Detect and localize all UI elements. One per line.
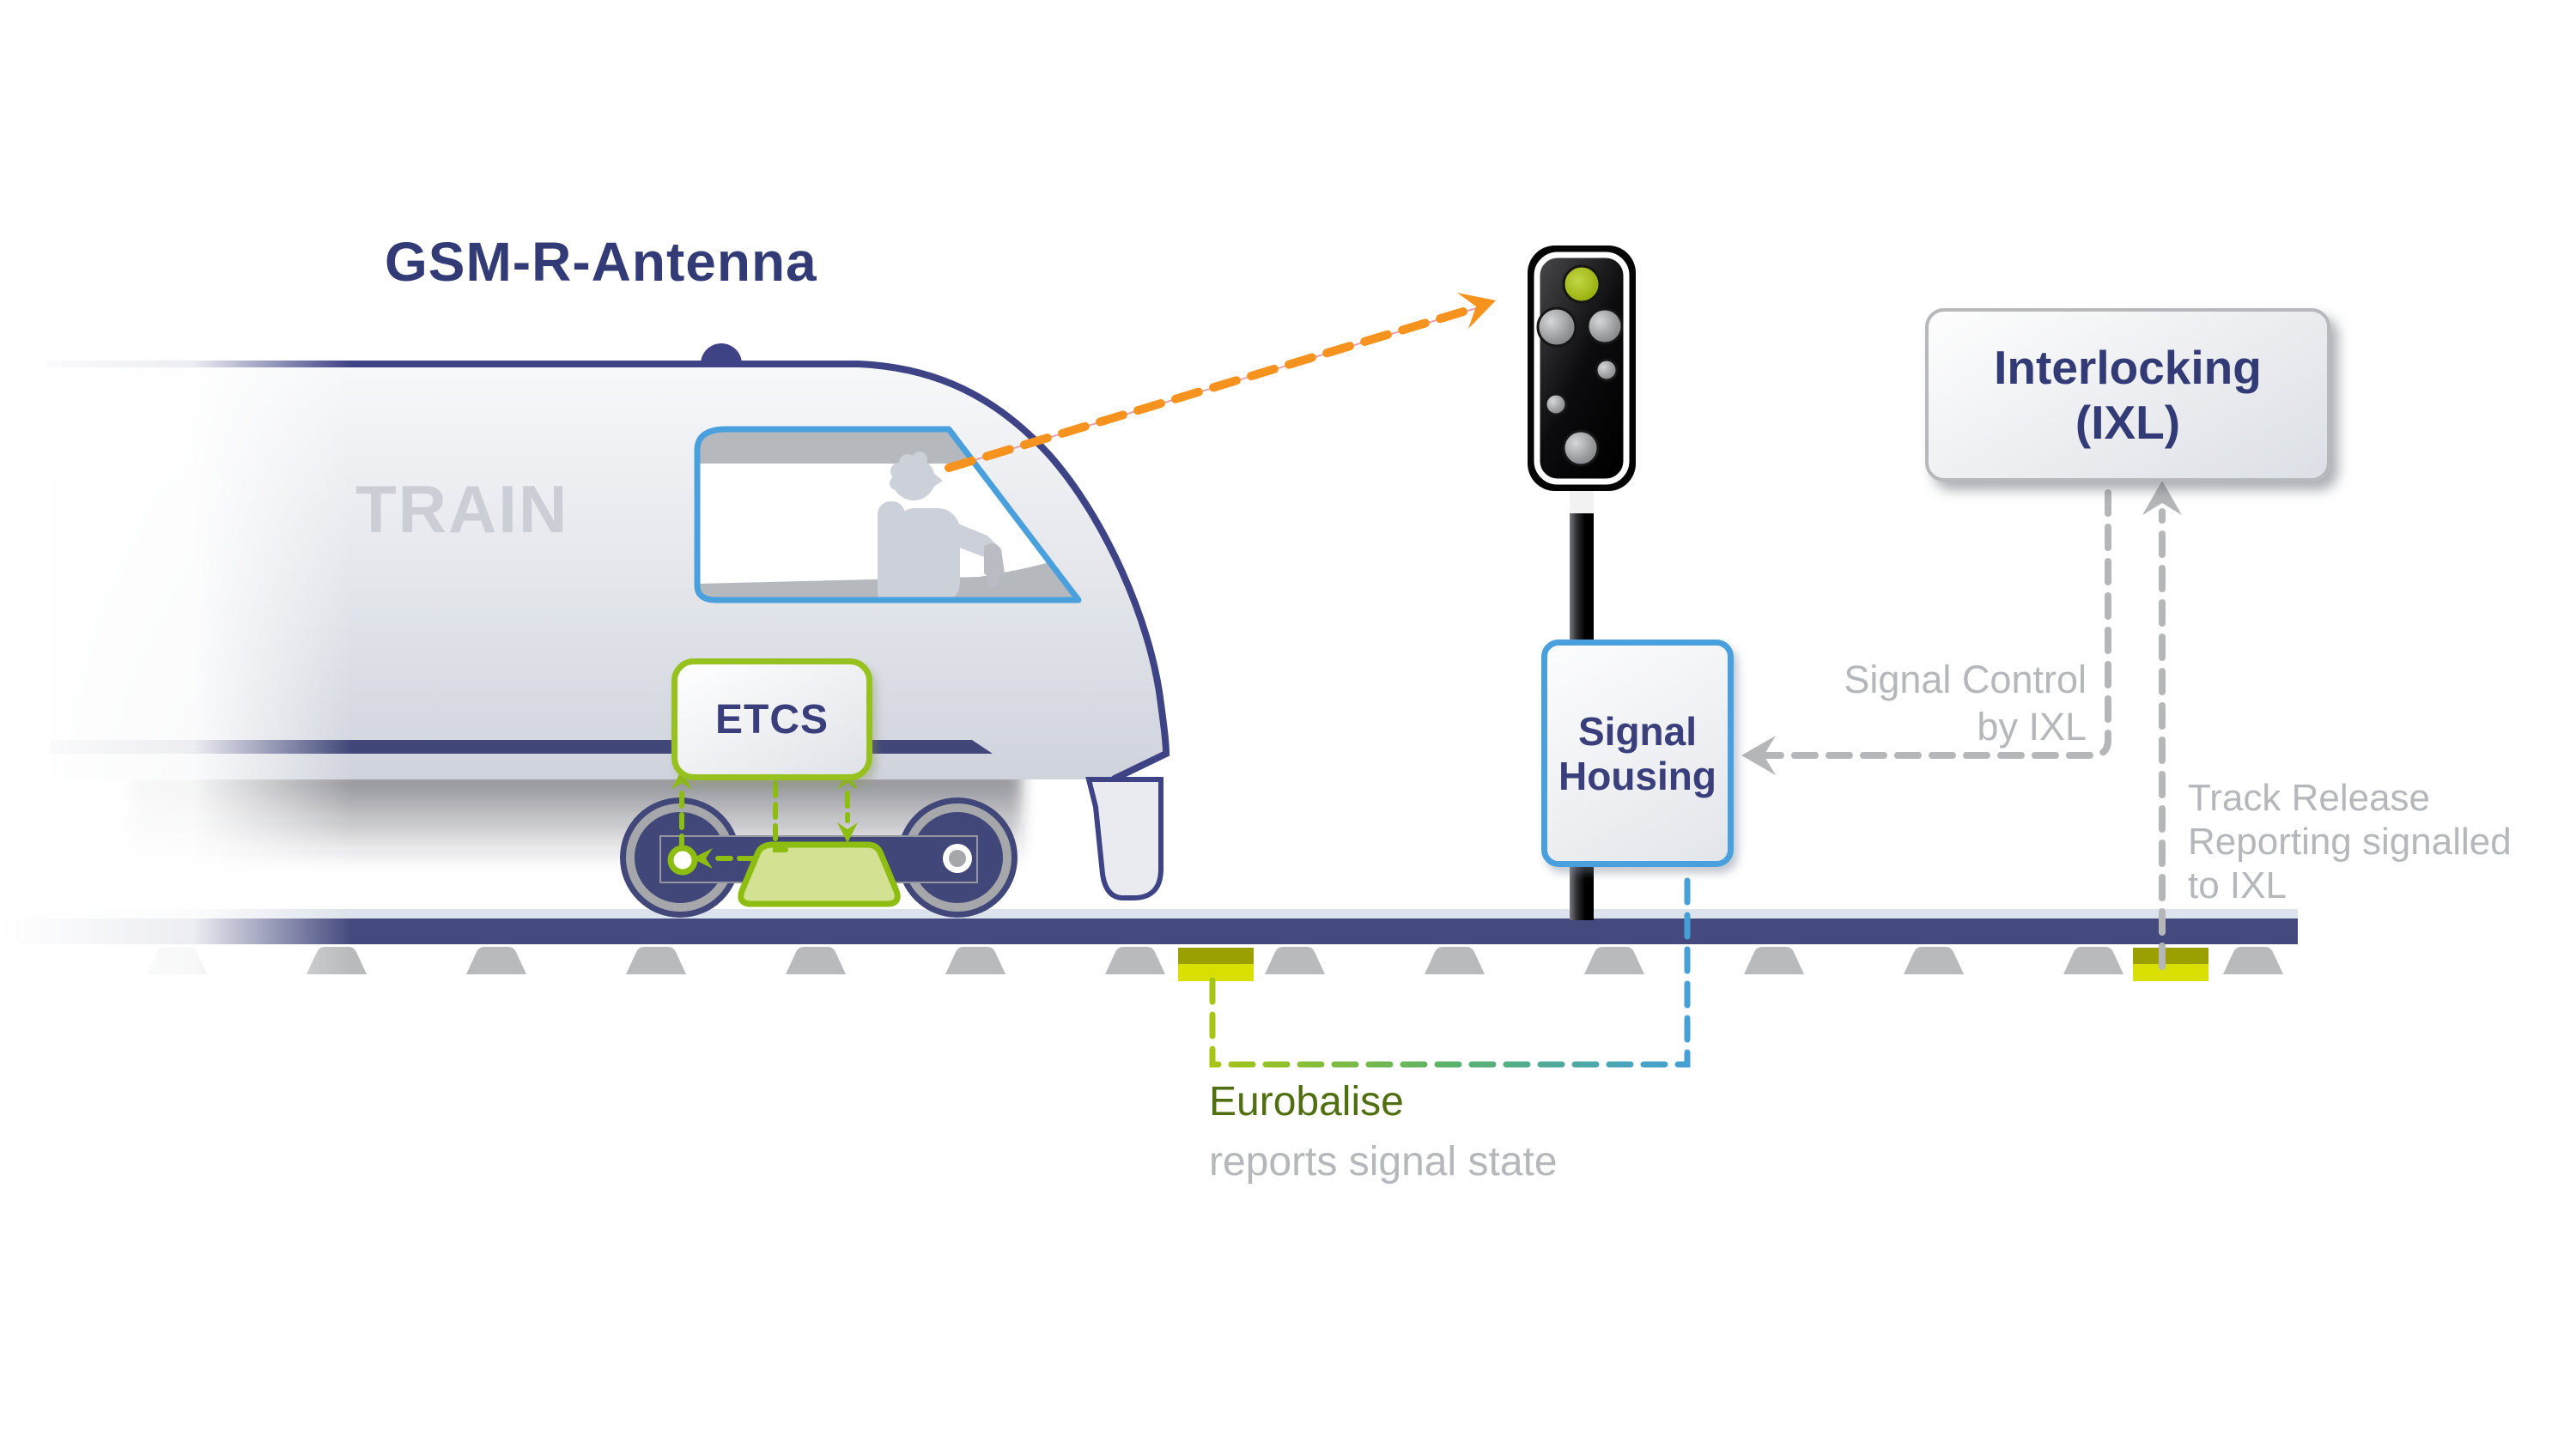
etcs-box-label: ETCS [714, 696, 829, 743]
signal-control-line1: Signal Control [1844, 658, 2087, 701]
gsm-antenna-label: GSM-R-Antenna [385, 231, 817, 293]
control-lever-icon [984, 543, 1005, 587]
balise-report-line [1209, 865, 1691, 1068]
track-eurobalise-1 [1178, 948, 1254, 981]
driver-silhouette [878, 452, 998, 600]
odometer-sensor [667, 845, 698, 876]
signal-housing-label-line2: Housing [1558, 753, 1716, 798]
track-release-arrowhead-icon [2142, 481, 2182, 515]
train-label: TRAIN [355, 471, 569, 547]
interlocking-label-line2: (IXL) [2075, 396, 2181, 449]
signal [1528, 246, 1636, 920]
gsm-antenna-dome-icon [701, 343, 742, 364]
eurobalise-sub-label: reports signal state [1209, 1139, 1558, 1185]
left-fade-overlay [0, 326, 352, 1013]
window-top-band [697, 429, 972, 464]
track-release-line2: Reporting signalled [2188, 821, 2512, 863]
signal-control-annotation: Signal Control by IXL [1752, 656, 2087, 750]
signal-lamp-gray-2 [1586, 307, 1624, 345]
etcs-box: ETCS [671, 658, 872, 780]
track-release-line1: Track Release [2188, 777, 2431, 819]
dashboard [697, 553, 1078, 600]
signal-pole-collar [1570, 491, 1594, 513]
interlocking-box: Interlocking (IXL) [1925, 308, 2330, 482]
track-release-line3: to IXL [2188, 864, 2287, 906]
signal-lamp-gray-3 [1595, 358, 1619, 382]
signal-lamp-green [1562, 264, 1601, 304]
etcs-balise-link-mid [773, 780, 791, 852]
front-plow [1085, 777, 1163, 900]
signal-housing-label-line1: Signal [1577, 708, 1698, 754]
balise-antenna [738, 841, 901, 907]
ixl-links [1741, 481, 2182, 970]
signal-lamp-gray-5 [1562, 429, 1600, 467]
signal-lamp-gray-1 [1536, 306, 1577, 348]
etcs-arrowheads [671, 769, 858, 869]
track-eurobalise-2 [2133, 948, 2208, 981]
train-roof-outline [46, 361, 1170, 782]
etcs-arrows [679, 780, 850, 861]
signal-control-arrowhead-icon [1741, 736, 1776, 775]
signal-lamp-gray-4 [1544, 392, 1568, 416]
driver-signal-sightline [945, 293, 1496, 472]
signal-control-line [1759, 489, 2111, 759]
signal-housing-box: Signal Housing [1541, 640, 1734, 867]
interlocking-label-line1: Interlocking [1994, 341, 2262, 394]
track [0, 909, 2298, 981]
sightline-arrowhead-icon [1457, 293, 1496, 329]
track-release-annotation: Track Release Reporting signalled to IXL [2188, 776, 2512, 907]
eurobalise-label: Eurobalise [1209, 1079, 1404, 1125]
track-rail [0, 919, 2298, 944]
track-ballast-strip [0, 909, 2298, 919]
cab-window-frame [694, 426, 1082, 603]
signal-control-line2: by IXL [1977, 705, 2087, 749]
